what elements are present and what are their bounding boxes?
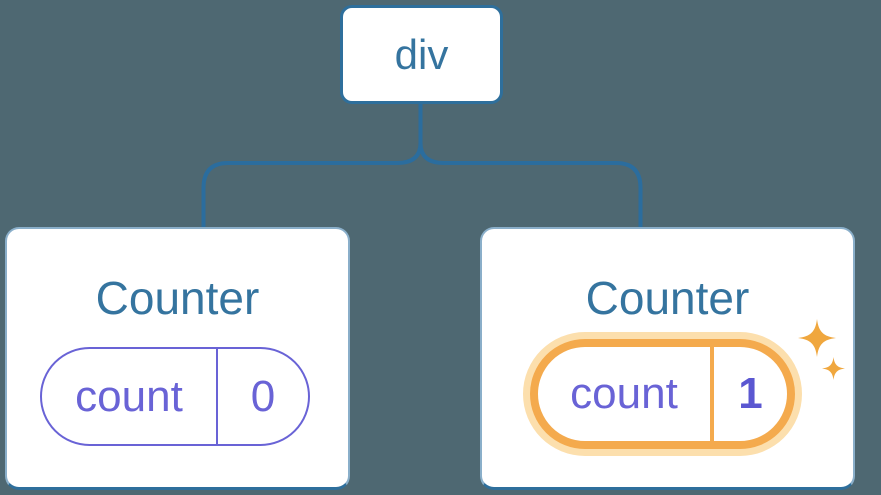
- root-node-div: div: [340, 5, 503, 104]
- sparkle-icon: [798, 319, 836, 357]
- counter-card-right: Counter count 1: [480, 227, 855, 490]
- counter-card-left: Counter count 0: [5, 227, 350, 490]
- state-value: 1: [738, 369, 763, 418]
- state-key-label: count: [42, 349, 218, 444]
- connector-branch-left: [201, 142, 423, 228]
- state-value: 0: [250, 371, 276, 421]
- state-pill-highlighted: count 1: [530, 339, 795, 449]
- sparkle-icon: [822, 357, 845, 380]
- connector-branch-right: [418, 142, 643, 228]
- component-title: Counter: [95, 272, 260, 324]
- component-title: Counter: [585, 272, 750, 324]
- state-key-label: count: [538, 347, 714, 441]
- state-pill: count 0: [40, 347, 310, 446]
- root-node-label: div: [394, 30, 449, 78]
